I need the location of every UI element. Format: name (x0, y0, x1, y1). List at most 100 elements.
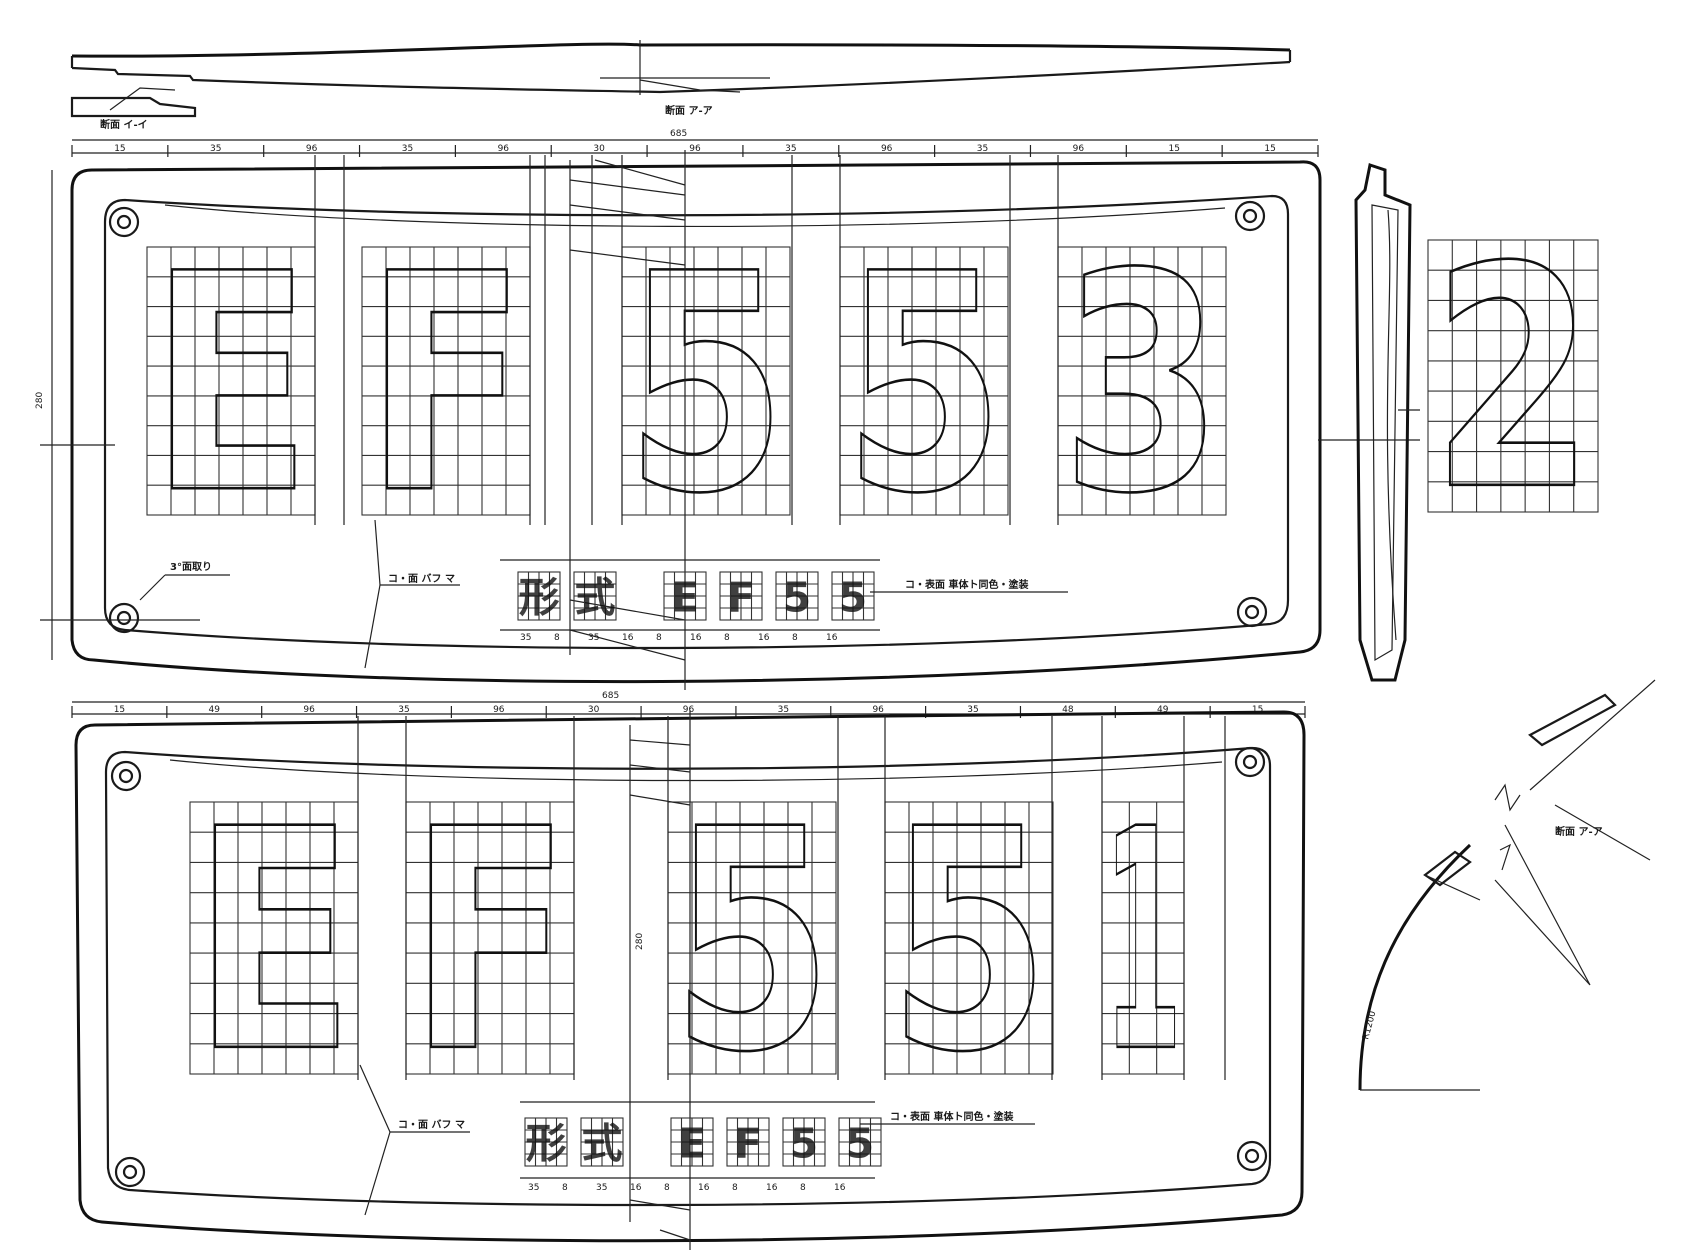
bottom-hole-br-inner (1244, 1148, 1260, 1164)
corner-leader (109, 87, 176, 111)
bottom-height-dim-label: 280 (635, 933, 645, 950)
segment-dim-label: 96 (872, 705, 884, 715)
small-character: 形 (526, 1119, 567, 1167)
small-char-cell: 式 (580, 1117, 624, 1167)
segment-dim-label: 35 (398, 705, 409, 715)
small-dim-label: 35 (528, 1183, 539, 1193)
bottom-center-leaders (629, 739, 691, 1241)
bottom-hole-tl-inner (118, 768, 134, 784)
small-char-cell: 5 (775, 571, 819, 621)
bottom-plate-inner-band (169, 759, 1223, 782)
extra-character-panel: 2 (1427, 200, 1599, 558)
top-divider-bars (314, 155, 1059, 525)
top-hole-br (1236, 596, 1268, 628)
side-section-inner (1371, 204, 1399, 662)
plate-character: 2 (1431, 202, 1594, 557)
bottom-hole-bl-inner (122, 1164, 138, 1180)
small-dim-label: 35 (520, 633, 531, 643)
bottom-plate-inner-outline (104, 746, 1272, 1207)
small-dim-label: 8 (554, 633, 560, 643)
bottom-hole-tr-inner (1242, 754, 1258, 770)
top-plate-inner-outline (103, 194, 1290, 650)
small-char-cell: E (670, 1117, 714, 1167)
small-character: E (671, 573, 699, 621)
small-character: 5 (846, 1119, 874, 1167)
top-overall-dim-label: 685 (670, 129, 687, 139)
plate-character: 3 (1061, 209, 1222, 559)
segment-dim-label: 35 (967, 705, 978, 715)
plate-character: 5 (843, 209, 1004, 559)
small-dim-label: 16 (690, 633, 702, 643)
bottom-hole-tr (1234, 746, 1266, 778)
segment-dim-label: 15 (114, 705, 125, 715)
corner-section-detail (70, 96, 197, 118)
arc-section-label: 断面 ア-ア (1555, 825, 1603, 838)
top-plate-inner-band (164, 204, 1226, 228)
small-dim-label: 8 (724, 633, 730, 643)
segment-dim-label: 96 (493, 705, 505, 715)
small-dim-label: 16 (826, 633, 838, 643)
bottom-window-grid (667, 801, 837, 1075)
plate-character: E (150, 209, 311, 559)
top-hole-tl (108, 206, 140, 238)
small-character: 式 (582, 1119, 623, 1167)
arc-plate-upper (1528, 693, 1617, 747)
bottom-window-grid (884, 801, 1054, 1075)
small-character: 5 (783, 573, 811, 621)
top-boss-leader (364, 519, 460, 669)
top-hole-tr-inner (1242, 208, 1258, 224)
segment-dim-label: 48 (1062, 705, 1074, 715)
small-character: E (678, 1119, 706, 1167)
top-window-grid (1057, 246, 1227, 516)
profile-lower-edge (71, 60, 1291, 94)
bottom-boss-note: コ・面 バフ マ (398, 1119, 465, 1131)
small-dim-label: 16 (630, 1183, 642, 1193)
small-dim-label: 8 (800, 1183, 806, 1193)
top-lettering-note: コ・表面 車体ト同色・塗装 (905, 578, 1028, 591)
plate-character: F (365, 209, 526, 559)
segment-dim-label: 35 (210, 144, 221, 154)
segment-dim-label: 35 (778, 705, 789, 715)
arc-section-view: 断面 ア-ア R1200 (1358, 679, 1656, 1091)
small-character: 形 (519, 573, 560, 621)
side-section-hatch (1386, 209, 1397, 641)
top-window-grid (621, 246, 791, 516)
top-mounting-holes (108, 200, 1268, 634)
small-dim-label: 35 (596, 1183, 607, 1193)
bottom-plate-outer-outline (74, 710, 1306, 1243)
top-hole-bl (108, 602, 140, 634)
bottom-boss-leader (359, 1064, 470, 1216)
top-boss-note: コ・面 バフ マ (388, 573, 455, 585)
bottom-window-grid (189, 801, 359, 1075)
top-hole-br-inner (1244, 604, 1260, 620)
top-corner-note: 3°面取り (170, 561, 212, 573)
segment-dim-label: 15 (1252, 705, 1263, 715)
segment-dim-label: 49 (209, 705, 221, 715)
small-character: 式 (575, 573, 616, 621)
bottom-hole-bl (114, 1156, 146, 1188)
small-char-cell: 形 (517, 571, 561, 621)
segment-dim-label: 96 (881, 144, 893, 154)
small-char-cell: 形 (524, 1117, 568, 1167)
segment-dim-label: 96 (303, 705, 315, 715)
segment-dim-label: 35 (977, 144, 988, 154)
bottom-window-grid (1101, 801, 1185, 1075)
bottom-divider-bars (357, 716, 1226, 1080)
small-character: F (734, 1119, 762, 1167)
small-char-cell: 5 (782, 1117, 826, 1167)
profile-section-label: 断面 ア-ア (665, 104, 713, 117)
small-dim-label: 16 (622, 633, 634, 643)
extra-window-grid-frame (1427, 239, 1599, 513)
top-height-dim-label: 280 (35, 392, 45, 409)
small-dim-label: 35 (588, 633, 599, 643)
